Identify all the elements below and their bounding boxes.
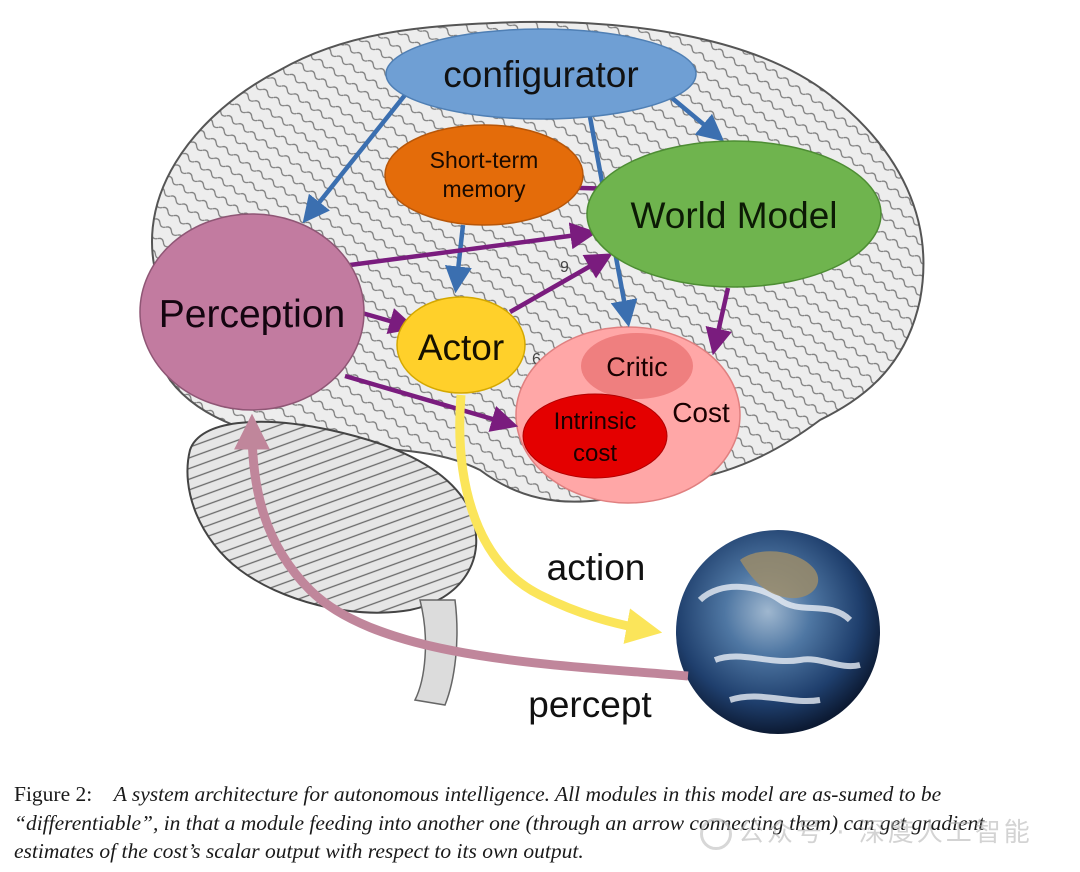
short-term-memory-module: Short-term memory	[384, 124, 584, 226]
intrinsic-cost-label-line2: cost	[573, 440, 617, 467]
arrow-config-to-world-model	[670, 96, 725, 142]
brain-mark-9: 9	[560, 259, 569, 276]
short-term-memory-label-line2: memory	[442, 176, 526, 202]
action-label: action	[547, 547, 646, 588]
brain-stem	[413, 599, 458, 706]
world-model-label: World Model	[630, 195, 837, 236]
brain-cerebellum	[186, 420, 478, 614]
configurator-label: configurator	[443, 54, 638, 95]
perception-label: Perception	[159, 293, 345, 336]
earth-circle	[676, 530, 880, 734]
actor-module: Actor	[396, 296, 526, 394]
arrow-actor-to-world-model	[508, 253, 613, 314]
world-model-module: World Model	[586, 140, 882, 288]
watermark: 公众号 · 深度人工智能	[700, 812, 1050, 852]
actor-ellipse	[396, 296, 526, 394]
caption-label: Figure 2:	[14, 782, 93, 806]
world-model-ellipse	[586, 140, 882, 288]
brain-mark-6: 6	[532, 351, 541, 368]
configurator-ellipse	[385, 28, 697, 120]
earth-landmass	[740, 551, 819, 599]
wechat-icon	[700, 817, 732, 850]
percept-label: percept	[528, 684, 652, 725]
watermark-text: 公众号 · 深度人工智能	[738, 818, 1033, 848]
short-term-memory-ellipse	[384, 124, 584, 226]
earth-clouds	[697, 583, 861, 704]
critic-ellipse	[581, 333, 693, 399]
percept-arrow	[234, 413, 689, 681]
figure-caption: Figure 2: A system architecture for auto…	[14, 780, 1066, 866]
action-arrow	[455, 394, 663, 644]
critic-label: Critic	[606, 352, 668, 382]
actor-label: Actor	[418, 327, 504, 368]
architecture-diagram: 9 6 Critic Cost Intrinsic cost configura…	[139, 20, 925, 734]
perception-ellipse	[139, 213, 365, 411]
cost-module: Critic Cost Intrinsic cost	[515, 326, 741, 504]
arrow-config-to-actor	[444, 224, 472, 294]
short-term-memory-label-line1: Short-term	[430, 147, 539, 173]
cost-label: Cost	[672, 397, 730, 428]
caption-text: A system architecture for autonomous int…	[14, 782, 985, 863]
arrow-perception-to-cost	[344, 373, 519, 432]
intrinsic-cost-label-line1: Intrinsic	[554, 408, 637, 435]
intrinsic-cost-ellipse	[522, 393, 668, 479]
earth-globe	[676, 530, 880, 734]
arrow-perception-to-world-model	[349, 222, 598, 268]
perception-module: Perception	[139, 213, 365, 411]
configurator-module: configurator	[385, 28, 697, 120]
arrow-world-model-to-cost	[705, 287, 732, 356]
arrow-config-to-perception	[302, 93, 407, 224]
